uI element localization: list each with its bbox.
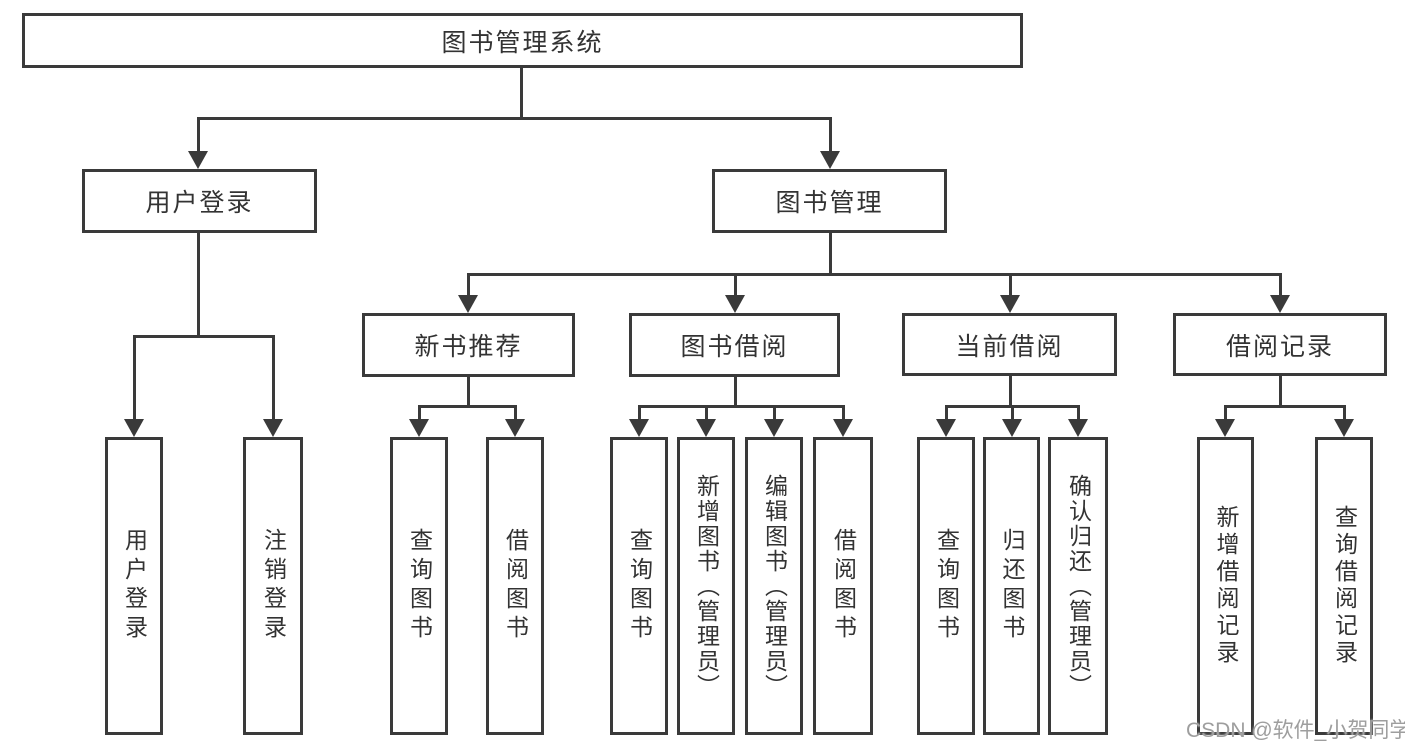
- connector-drop-borrow-record: [1279, 273, 1282, 297]
- connector-root-stem: [520, 66, 523, 119]
- node-book-management: 图书管理: [712, 169, 947, 233]
- node-new-book-recommend-label: 新书推荐: [414, 333, 523, 361]
- leaf-nb-borrow-book: 借阅图书: [486, 437, 544, 735]
- node-book-borrow: 图书借阅: [629, 313, 840, 377]
- connector-drop-leaf-login: [133, 335, 136, 421]
- connector-new-book-branch: [418, 405, 517, 408]
- watermark: CSDN @软件_小贺同学: [1186, 719, 1405, 742]
- connector-borrow-record-branch: [1224, 405, 1346, 408]
- connector-user-login-branch: [133, 335, 275, 338]
- connector-drop-cb-query: [945, 405, 948, 421]
- arrowhead-user-login: [188, 151, 208, 169]
- connector-current-borrow-stem: [1009, 376, 1012, 407]
- connector-borrow-record-stem: [1279, 376, 1282, 407]
- arrowhead-bb-query: [629, 419, 649, 437]
- leaf-bb-edit-book: 编辑图书（管理员）: [745, 437, 803, 735]
- connector-drop-book-management: [829, 117, 832, 155]
- arrowhead-br-query: [1334, 419, 1354, 437]
- leaf-nb-borrow-book-label: 借阅图书: [502, 528, 529, 644]
- connector-book-management-stem: [829, 233, 832, 275]
- connector-drop-new-book: [467, 273, 470, 297]
- leaf-bb-borrow-book: 借阅图书: [813, 437, 873, 735]
- arrowhead-bb-edit: [764, 419, 784, 437]
- leaf-cb-return-book: 归还图书: [983, 437, 1040, 735]
- arrowhead-cb-return: [1002, 419, 1022, 437]
- connector-book-management-branch: [467, 273, 1281, 276]
- connector-drop-nb-borrow: [514, 405, 517, 421]
- connector-drop-bb-query: [638, 405, 641, 421]
- node-current-borrow: 当前借阅: [902, 313, 1117, 376]
- leaf-nb-query-book: 查询图书: [390, 437, 448, 735]
- arrowhead-cb-confirm: [1068, 419, 1088, 437]
- connector-book-borrow-branch: [638, 405, 845, 408]
- connector-drop-book-borrow: [734, 273, 737, 297]
- node-root-label: 图书管理系统: [441, 28, 604, 57]
- connector-drop-cb-return: [1011, 405, 1014, 421]
- arrowhead-nb-borrow: [505, 419, 525, 437]
- leaf-nb-query-book-label: 查询图书: [406, 528, 433, 644]
- leaf-br-query-record: 查询借阅记录: [1315, 437, 1373, 735]
- leaf-bb-query-book-label: 查询图书: [626, 528, 653, 644]
- leaf-bb-edit-book-label: 编辑图书（管理员）: [761, 473, 788, 699]
- connector-new-book-stem: [467, 377, 470, 407]
- node-user-login: 用户登录: [82, 169, 317, 233]
- arrowhead-borrow-record: [1270, 295, 1290, 313]
- connector-user-login-stem: [197, 233, 200, 338]
- leaf-user-login-label: 用户登录: [121, 528, 148, 644]
- node-borrow-record: 借阅记录: [1173, 313, 1387, 376]
- connector-drop-br-add: [1224, 405, 1227, 421]
- leaf-cb-confirm-return: 确认归还（管理员）: [1048, 437, 1108, 735]
- connector-drop-leaf-logout: [272, 335, 275, 421]
- leaf-cb-query-book: 查询图书: [917, 437, 975, 735]
- connector-drop-bb-edit: [773, 405, 776, 421]
- node-user-login-label: 用户登录: [145, 189, 254, 217]
- arrowhead-br-add: [1215, 419, 1235, 437]
- leaf-user-login: 用户登录: [105, 437, 163, 735]
- connector-drop-bb-borrow: [842, 405, 845, 421]
- connector-root-branch: [197, 117, 832, 120]
- leaf-bb-query-book: 查询图书: [610, 437, 668, 735]
- leaf-cb-return-book-label: 归还图书: [999, 528, 1025, 644]
- leaf-cb-confirm-return-label: 确认归还（管理员）: [1065, 473, 1092, 699]
- node-new-book-recommend: 新书推荐: [362, 313, 575, 377]
- leaf-bb-borrow-book-label: 借阅图书: [830, 528, 857, 644]
- arrowhead-cb-query: [936, 419, 956, 437]
- connector-drop-cb-confirm: [1077, 405, 1080, 421]
- leaf-logout-label: 注销登录: [260, 528, 287, 644]
- node-current-borrow-label: 当前借阅: [955, 332, 1064, 361]
- arrowhead-nb-query: [409, 419, 429, 437]
- connector-book-borrow-stem: [734, 377, 737, 407]
- connector-drop-bb-add: [705, 405, 708, 421]
- arrowhead-book-management: [820, 151, 840, 169]
- leaf-br-query-record-label: 查询借阅记录: [1331, 505, 1358, 667]
- node-book-borrow-label: 图书借阅: [680, 333, 789, 361]
- connector-drop-current-borrow: [1009, 273, 1012, 297]
- leaf-br-add-record: 新增借阅记录: [1197, 437, 1254, 735]
- arrowhead-new-book: [458, 295, 478, 313]
- connector-drop-user-login: [197, 117, 200, 155]
- leaf-br-add-record-label: 新增借阅记录: [1213, 505, 1239, 667]
- leaf-bb-add-book: 新增图书（管理员）: [677, 437, 735, 735]
- leaf-cb-query-book-label: 查询图书: [933, 528, 960, 644]
- connector-drop-nb-query: [418, 405, 421, 421]
- node-book-management-label: 图书管理: [775, 189, 884, 217]
- arrowhead-current-borrow: [1000, 295, 1020, 313]
- node-borrow-record-label: 借阅记录: [1225, 332, 1334, 361]
- connector-drop-br-query: [1343, 405, 1346, 421]
- node-root: 图书管理系统: [22, 13, 1023, 68]
- arrowhead-bb-borrow: [833, 419, 853, 437]
- arrowhead-bb-add: [696, 419, 716, 437]
- leaf-bb-add-book-label: 新增图书（管理员）: [693, 473, 720, 699]
- arrowhead-leaf-login: [124, 419, 144, 437]
- arrowhead-book-borrow: [725, 295, 745, 313]
- arrowhead-leaf-logout: [263, 419, 283, 437]
- leaf-logout: 注销登录: [243, 437, 303, 735]
